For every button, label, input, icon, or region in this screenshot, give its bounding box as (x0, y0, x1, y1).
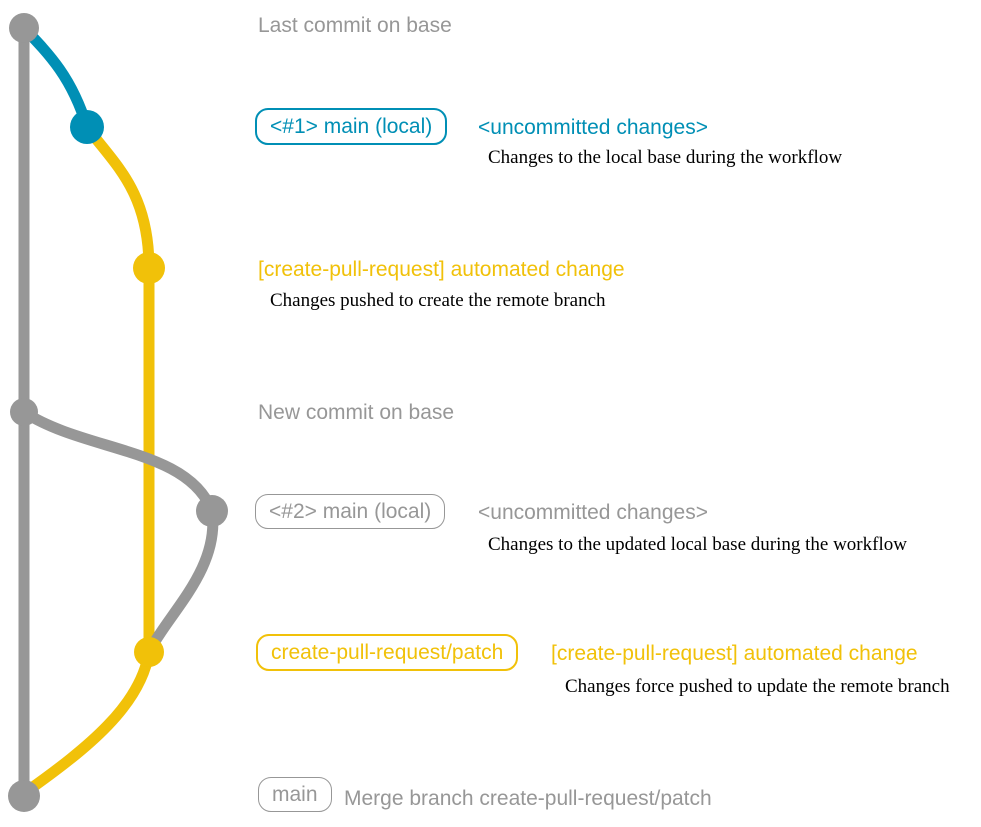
commit-message-automated-change-2: [create-pull-request] automated change (551, 642, 918, 665)
commit-dot-automated-change-2 (134, 637, 164, 667)
commit-message-main-local-2: <uncommitted changes> (478, 501, 708, 524)
commit-message-new-base: New commit on base (258, 401, 455, 424)
branch-badge-main: main (258, 777, 332, 812)
branch-badge-main-local-1: <#1> main (local) (255, 108, 448, 145)
commit-dot-merge (8, 780, 40, 812)
commit-dot-new-base (10, 398, 38, 426)
commit-description-main-local-1: Changes to the local base during the wor… (488, 147, 843, 168)
commit-message-last-base: Last commit on base (258, 14, 452, 37)
commit-message-merge: Merge branch create-pull-request/patch (344, 787, 712, 810)
merge-into-main-path (22, 651, 155, 797)
base-update-branch-in-path (145, 510, 219, 653)
commit-dot-main-local-2 (196, 495, 228, 527)
local-main-branch-path (20, 24, 93, 129)
commit-dot-main-local-1 (70, 110, 104, 144)
branch-badge-main-local-2: <#2> main (local) (255, 494, 446, 529)
base-update-branch-out-path (20, 407, 218, 514)
create-pull-request-branch-path (82, 123, 155, 652)
commit-dot-automated-change-1 (133, 252, 165, 284)
commit-dot-last-base (9, 13, 39, 43)
commit-description-automated-change-1: Changes pushed to create the remote bran… (270, 290, 606, 311)
commit-description-main-local-2: Changes to the updated local base during… (488, 534, 907, 555)
commit-description-automated-change-2: Changes force pushed to update the remot… (565, 676, 950, 697)
commit-message-automated-change-1: [create-pull-request] automated change (258, 258, 625, 281)
branch-badge-patch: create-pull-request/patch (256, 634, 519, 671)
commit-message-main-local-1: <uncommitted changes> (478, 116, 708, 139)
